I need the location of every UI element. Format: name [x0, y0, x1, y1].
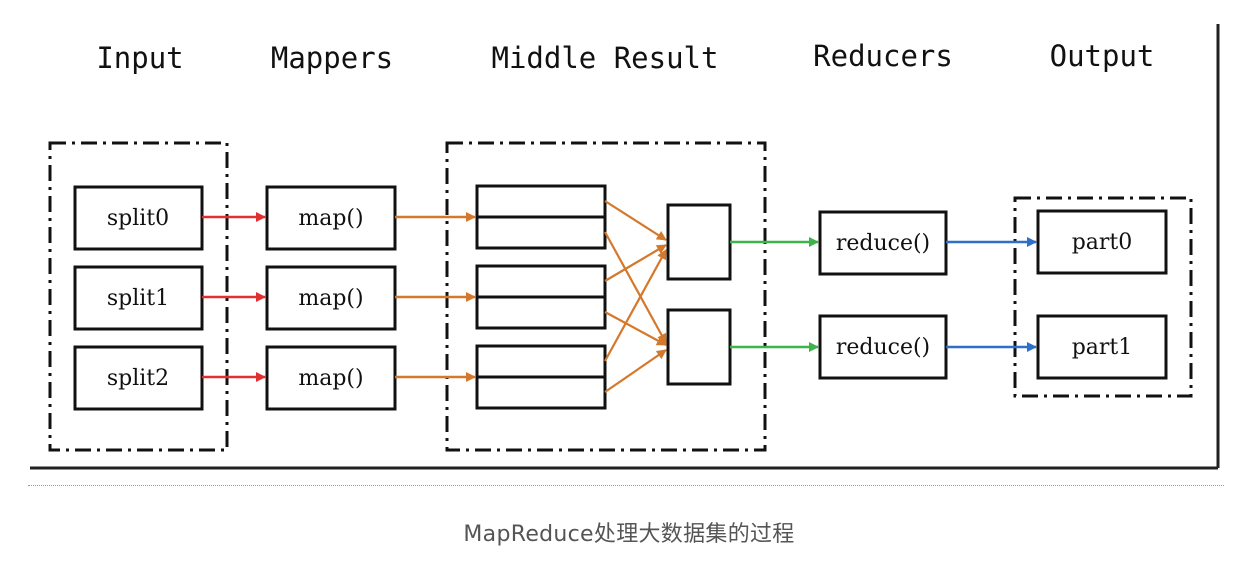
part-box-1	[1036, 314, 1168, 380]
map-label-0: map()	[298, 206, 363, 231]
header-middle-result: Middle Result	[492, 41, 719, 75]
split-label-2: split2	[107, 366, 169, 391]
split-box-2	[73, 345, 204, 411]
header-mappers: Mappers	[271, 41, 393, 75]
reduce-label-1: reduce()	[836, 335, 930, 360]
map-box-0	[265, 185, 397, 251]
part-label-1: part1	[1072, 335, 1133, 360]
split-label-0: split0	[107, 206, 169, 231]
part-box-0	[1036, 209, 1168, 275]
mapreduce-diagram: Input Mappers Middle Result Reducers Out…	[30, 24, 1220, 470]
header-input: Input	[96, 41, 183, 75]
shuffle-b0-top-to-m0	[604, 200, 667, 241]
shuffle-b1-top-to-m0	[604, 244, 667, 282]
input-group	[48, 141, 229, 452]
split-box-1	[73, 265, 204, 331]
map-label-1: map()	[298, 286, 363, 311]
merge-box-0	[666, 203, 732, 281]
map-label-2: map()	[298, 366, 363, 391]
header-output: Output	[1050, 39, 1155, 73]
caption-separator	[28, 485, 1224, 486]
reduce-label-0: reduce()	[836, 231, 930, 256]
split-label-1: split1	[107, 286, 169, 311]
part-label-0: part0	[1072, 230, 1133, 255]
header-reducers: Reducers	[813, 39, 953, 73]
shuffle-b2-bottom-to-m1	[604, 349, 667, 393]
map-box-2	[265, 345, 397, 411]
split-box-0	[73, 185, 204, 251]
shuffle-b2-top-to-m0	[604, 249, 667, 362]
figure-caption: MapReduce处理大数据集的过程	[463, 522, 795, 547]
reduce-box-1	[818, 314, 948, 380]
shuffle-b0-bottom-to-m1	[604, 231, 667, 344]
merge-box-1	[666, 308, 732, 386]
shuffle-b1-bottom-to-m1	[604, 311, 667, 346]
